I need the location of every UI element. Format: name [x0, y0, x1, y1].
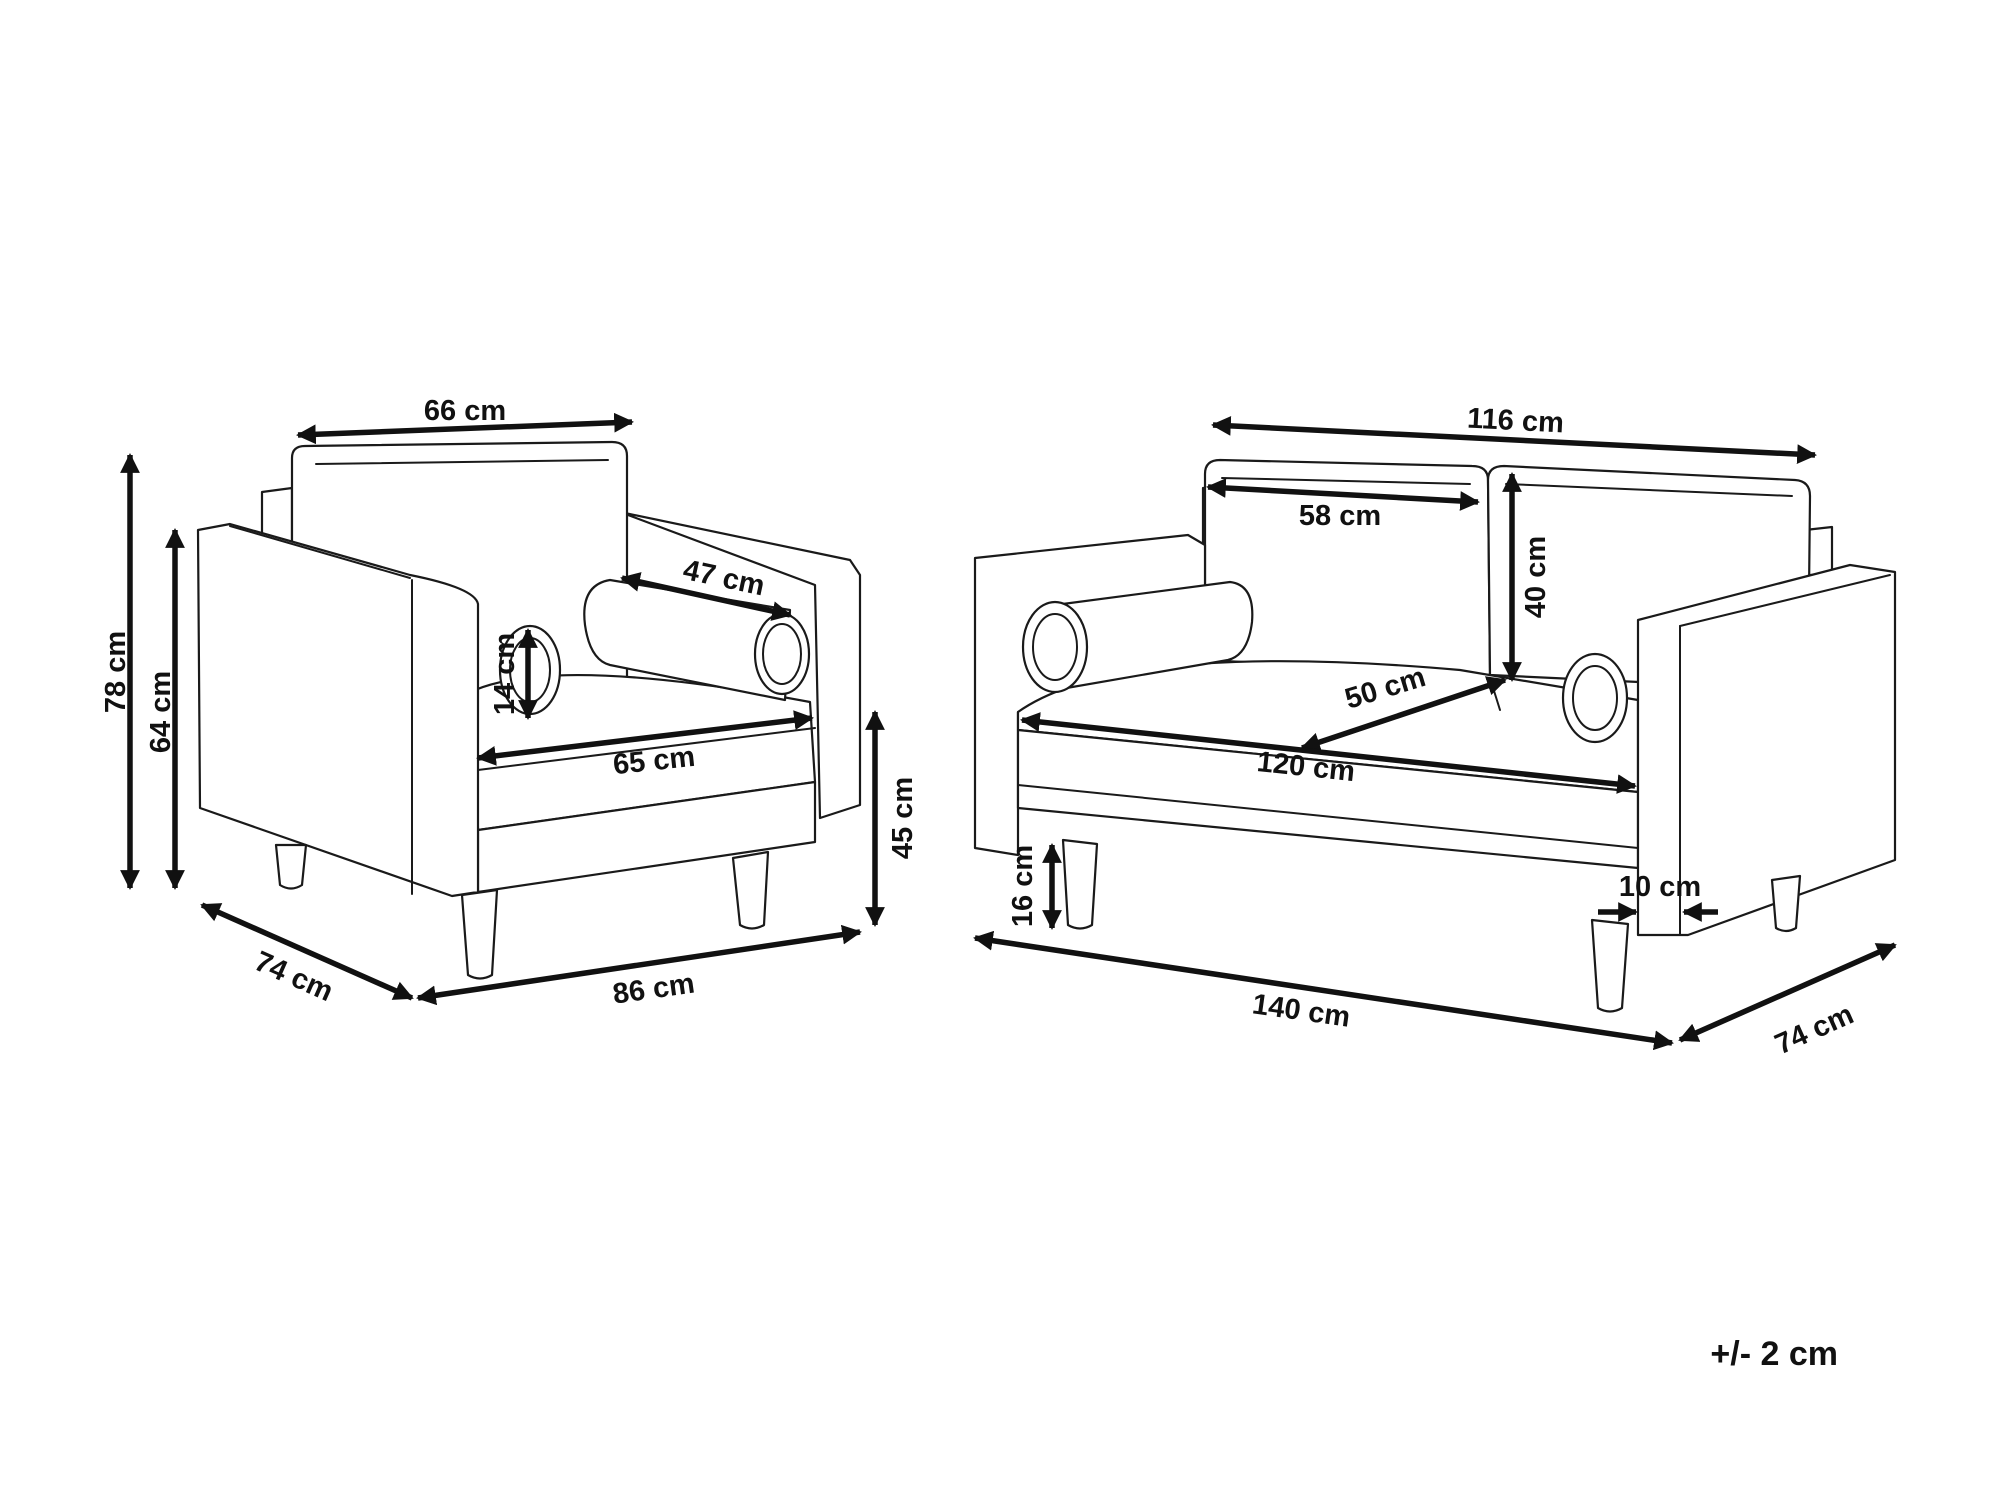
dim-sofa-backrest-height-label: 40 cm — [1520, 536, 1552, 618]
dim-sofa-depth-arrow — [1678, 942, 1897, 1043]
dim-sofa-backrest-width-arrow — [1211, 415, 1817, 465]
dim-sofa-backrest-width-label: 116 cm — [1466, 403, 1564, 440]
sofa-leg — [1061, 838, 1099, 930]
armchair-leg — [731, 850, 770, 930]
dim-armchair-seat-height-label: 45 cm — [887, 777, 919, 859]
sofa-dimensions: 116 cm 58 cm 40 cm 50 cm 120 cm 16 cm 10… — [973, 403, 1897, 1061]
dim-armchair-width-base-label: 86 cm — [611, 968, 697, 1011]
tolerance-note: +/- 2 cm — [1710, 1335, 1838, 1373]
armchair-dimensions: 66 cm 78 cm 64 cm 47 cm 14 cm 65 cm 45 c… — [100, 395, 919, 1011]
dim-armchair-width-arrow — [296, 412, 634, 445]
dim-armchair-bolster-diameter-label: 14 cm — [489, 633, 521, 715]
dim-armchair-width-label: 66 cm — [424, 395, 506, 427]
dim-sofa-width-arrow — [973, 930, 1674, 1051]
sofa-leg — [1770, 874, 1802, 933]
armchair-leg — [274, 843, 308, 890]
dim-sofa-seat-width-arrow — [1020, 712, 1637, 794]
dim-sofa-armrest-width-label: 10 cm — [1619, 871, 1701, 903]
dim-armchair-width-base-arrow — [416, 924, 862, 1006]
dim-armchair-depth-arrow — [200, 902, 414, 1001]
dim-sofa-depth-label: 74 cm — [1770, 998, 1858, 1061]
sofa-leg — [1590, 918, 1630, 1013]
dim-armchair-total-height-label: 78 cm — [100, 631, 132, 713]
sofa-bolster-left — [1053, 580, 1254, 692]
dim-sofa-cushion-width-arrow — [1206, 478, 1480, 511]
dim-sofa-leg-height-label: 16 cm — [1007, 845, 1039, 927]
armchair-right-armrest — [618, 510, 862, 820]
dim-armchair-depth-label: 74 cm — [250, 945, 338, 1008]
sofa-drawing — [973, 458, 1897, 1013]
dim-sofa-cushion-width-label: 58 cm — [1299, 500, 1381, 532]
armchair-leg — [460, 888, 499, 980]
dim-armchair-arm-height-label: 64 cm — [145, 671, 177, 753]
armchair-drawing — [196, 440, 862, 980]
dim-armchair-seat-width-arrow — [476, 710, 814, 766]
dim-armchair-bolster-length-arrow — [620, 572, 792, 621]
